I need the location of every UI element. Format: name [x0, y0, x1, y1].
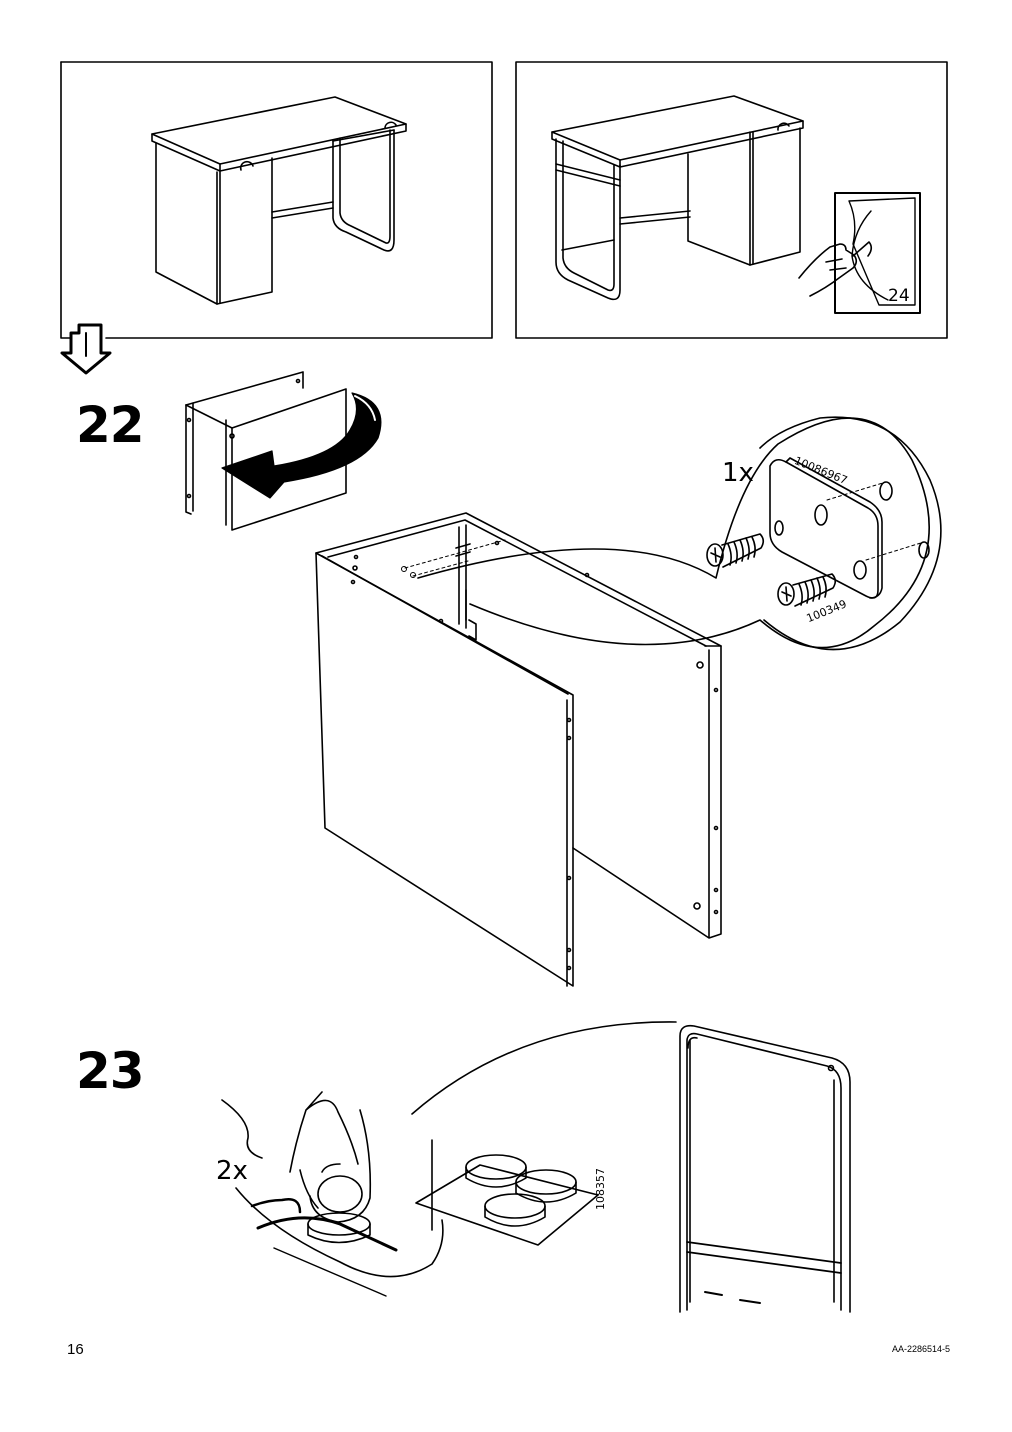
step-22-number: 22	[76, 396, 145, 454]
overview-panel-left	[60, 61, 493, 339]
finger-press-icon	[221, 1091, 444, 1297]
overview-panel-right	[515, 61, 948, 339]
desk-variant-left-icon	[151, 96, 407, 305]
felt-pad-icon	[411, 1021, 677, 1246]
pad-quantity: 2x	[216, 1156, 248, 1186]
reference-page-number: 24	[888, 286, 910, 306]
screw-icon	[706, 533, 837, 607]
zoom-callout	[417, 416, 942, 651]
mounting-plate-icon	[769, 457, 930, 599]
cabinet-small-icon	[185, 371, 347, 531]
step-23-number: 23	[76, 1042, 145, 1100]
desk-variant-right-icon	[551, 95, 804, 301]
page-number: 16	[67, 1341, 84, 1358]
screw-quantity: 1x	[722, 458, 754, 488]
turn-page-icon	[798, 192, 921, 314]
document-code: AA-2286514-5	[892, 1344, 951, 1354]
rotate-arrow-icon	[221, 392, 382, 499]
continue-arrow-icon	[60, 323, 112, 375]
leg-frame-icon	[679, 1024, 851, 1313]
cabinet-carcass	[315, 512, 722, 987]
part-number-pads: 108357	[594, 1168, 607, 1210]
